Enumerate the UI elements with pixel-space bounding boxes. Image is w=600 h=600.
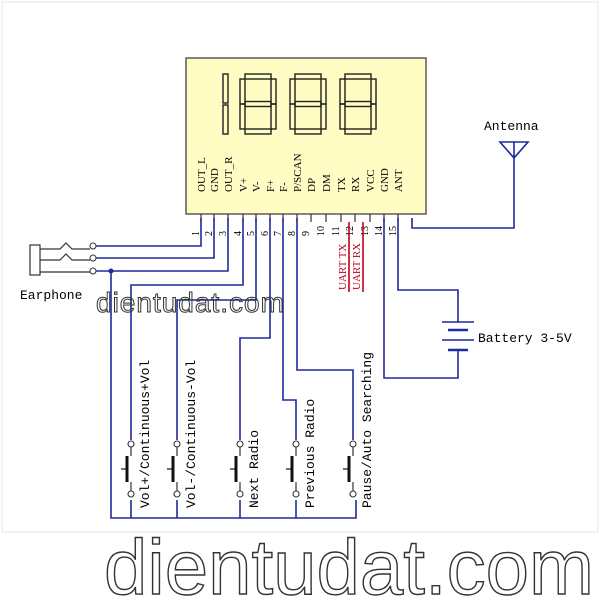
pin-name-12: RX xyxy=(350,177,362,192)
push-button-4: Previous Radio xyxy=(286,399,318,508)
button-label-3: Next Radio xyxy=(247,430,262,508)
battery-label: Battery 3-5V xyxy=(478,331,572,346)
pin-name-9: DP xyxy=(306,178,318,192)
push-button-3: Next Radio xyxy=(230,430,262,508)
pin-name-1: OUT_L xyxy=(196,157,208,192)
digit-4 xyxy=(339,73,377,135)
digit-1 xyxy=(222,73,229,135)
pin-name-4: V+ xyxy=(238,178,250,192)
button-label-4: Previous Radio xyxy=(303,399,318,508)
earphone-jack xyxy=(29,242,97,276)
push-button-1: Vol+/Continuous+Vol xyxy=(121,360,153,508)
pin-name-7: F- xyxy=(278,182,290,192)
watermark-large: dientudat.com xyxy=(104,523,594,600)
push-button-5: Pause/Auto Searching xyxy=(343,352,375,508)
pin-name-14: GND xyxy=(379,168,391,192)
diagram-frame xyxy=(1,1,599,533)
button-label-5: Pause/Auto Searching xyxy=(360,352,375,508)
pin-name-13: VCC xyxy=(365,169,377,192)
pin-name-8: P/SCAN xyxy=(292,153,304,192)
pin-number-4: 4 xyxy=(233,231,244,236)
pin-number-11: 11 xyxy=(331,226,342,236)
junction-dot xyxy=(108,268,114,274)
pin-number-15: 15 xyxy=(388,226,399,236)
antenna-label: Antenna xyxy=(484,119,539,134)
pin-name-10: DM xyxy=(321,174,333,192)
pin-wires xyxy=(96,155,515,519)
seven-segment-display xyxy=(222,73,377,135)
pin-number-12: 12 xyxy=(345,226,356,236)
antenna-symbol xyxy=(498,141,530,160)
uart-rx-label: UART RX xyxy=(351,243,363,290)
pin-number-8: 8 xyxy=(287,231,298,236)
pin-number-1: 1 xyxy=(191,231,202,236)
pin-number-2: 2 xyxy=(204,231,215,236)
watermark-small: dientudat.com xyxy=(96,287,285,318)
pin-number-10: 10 xyxy=(316,226,327,236)
pin-name-3: OUT_R xyxy=(223,156,235,192)
pin-number-3: 3 xyxy=(218,231,229,236)
pin-name-5: V- xyxy=(251,181,263,192)
push-button-2: Vol-/Continuous-Vol xyxy=(167,360,199,508)
pin-name-15: ANT xyxy=(393,169,405,192)
pin-name-6: F+ xyxy=(265,180,277,192)
module-body xyxy=(185,57,427,215)
pin-number-7: 7 xyxy=(273,231,284,236)
pin-number-9: 9 xyxy=(301,231,312,236)
uart-tx-label: UART TX xyxy=(337,244,349,290)
button-label-2: Vol-/Continuous-Vol xyxy=(184,360,199,508)
battery-symbol xyxy=(442,321,474,352)
pin-number-5: 5 xyxy=(246,231,257,236)
pin-name-11: TX xyxy=(336,177,348,192)
earphone-label: Earphone xyxy=(20,288,82,303)
pin-number-6: 6 xyxy=(260,231,271,236)
button-label-1: Vol+/Continuous+Vol xyxy=(138,360,153,508)
push-buttons: Vol+/Continuous+Vol Vol-/Continuous-Vol Ne… xyxy=(121,352,375,508)
pin-number-13: 13 xyxy=(360,226,371,236)
pin-number-14: 14 xyxy=(374,226,385,236)
digit-2 xyxy=(239,73,277,135)
digit-3 xyxy=(289,73,327,135)
pin-name-2: GND xyxy=(209,168,221,192)
